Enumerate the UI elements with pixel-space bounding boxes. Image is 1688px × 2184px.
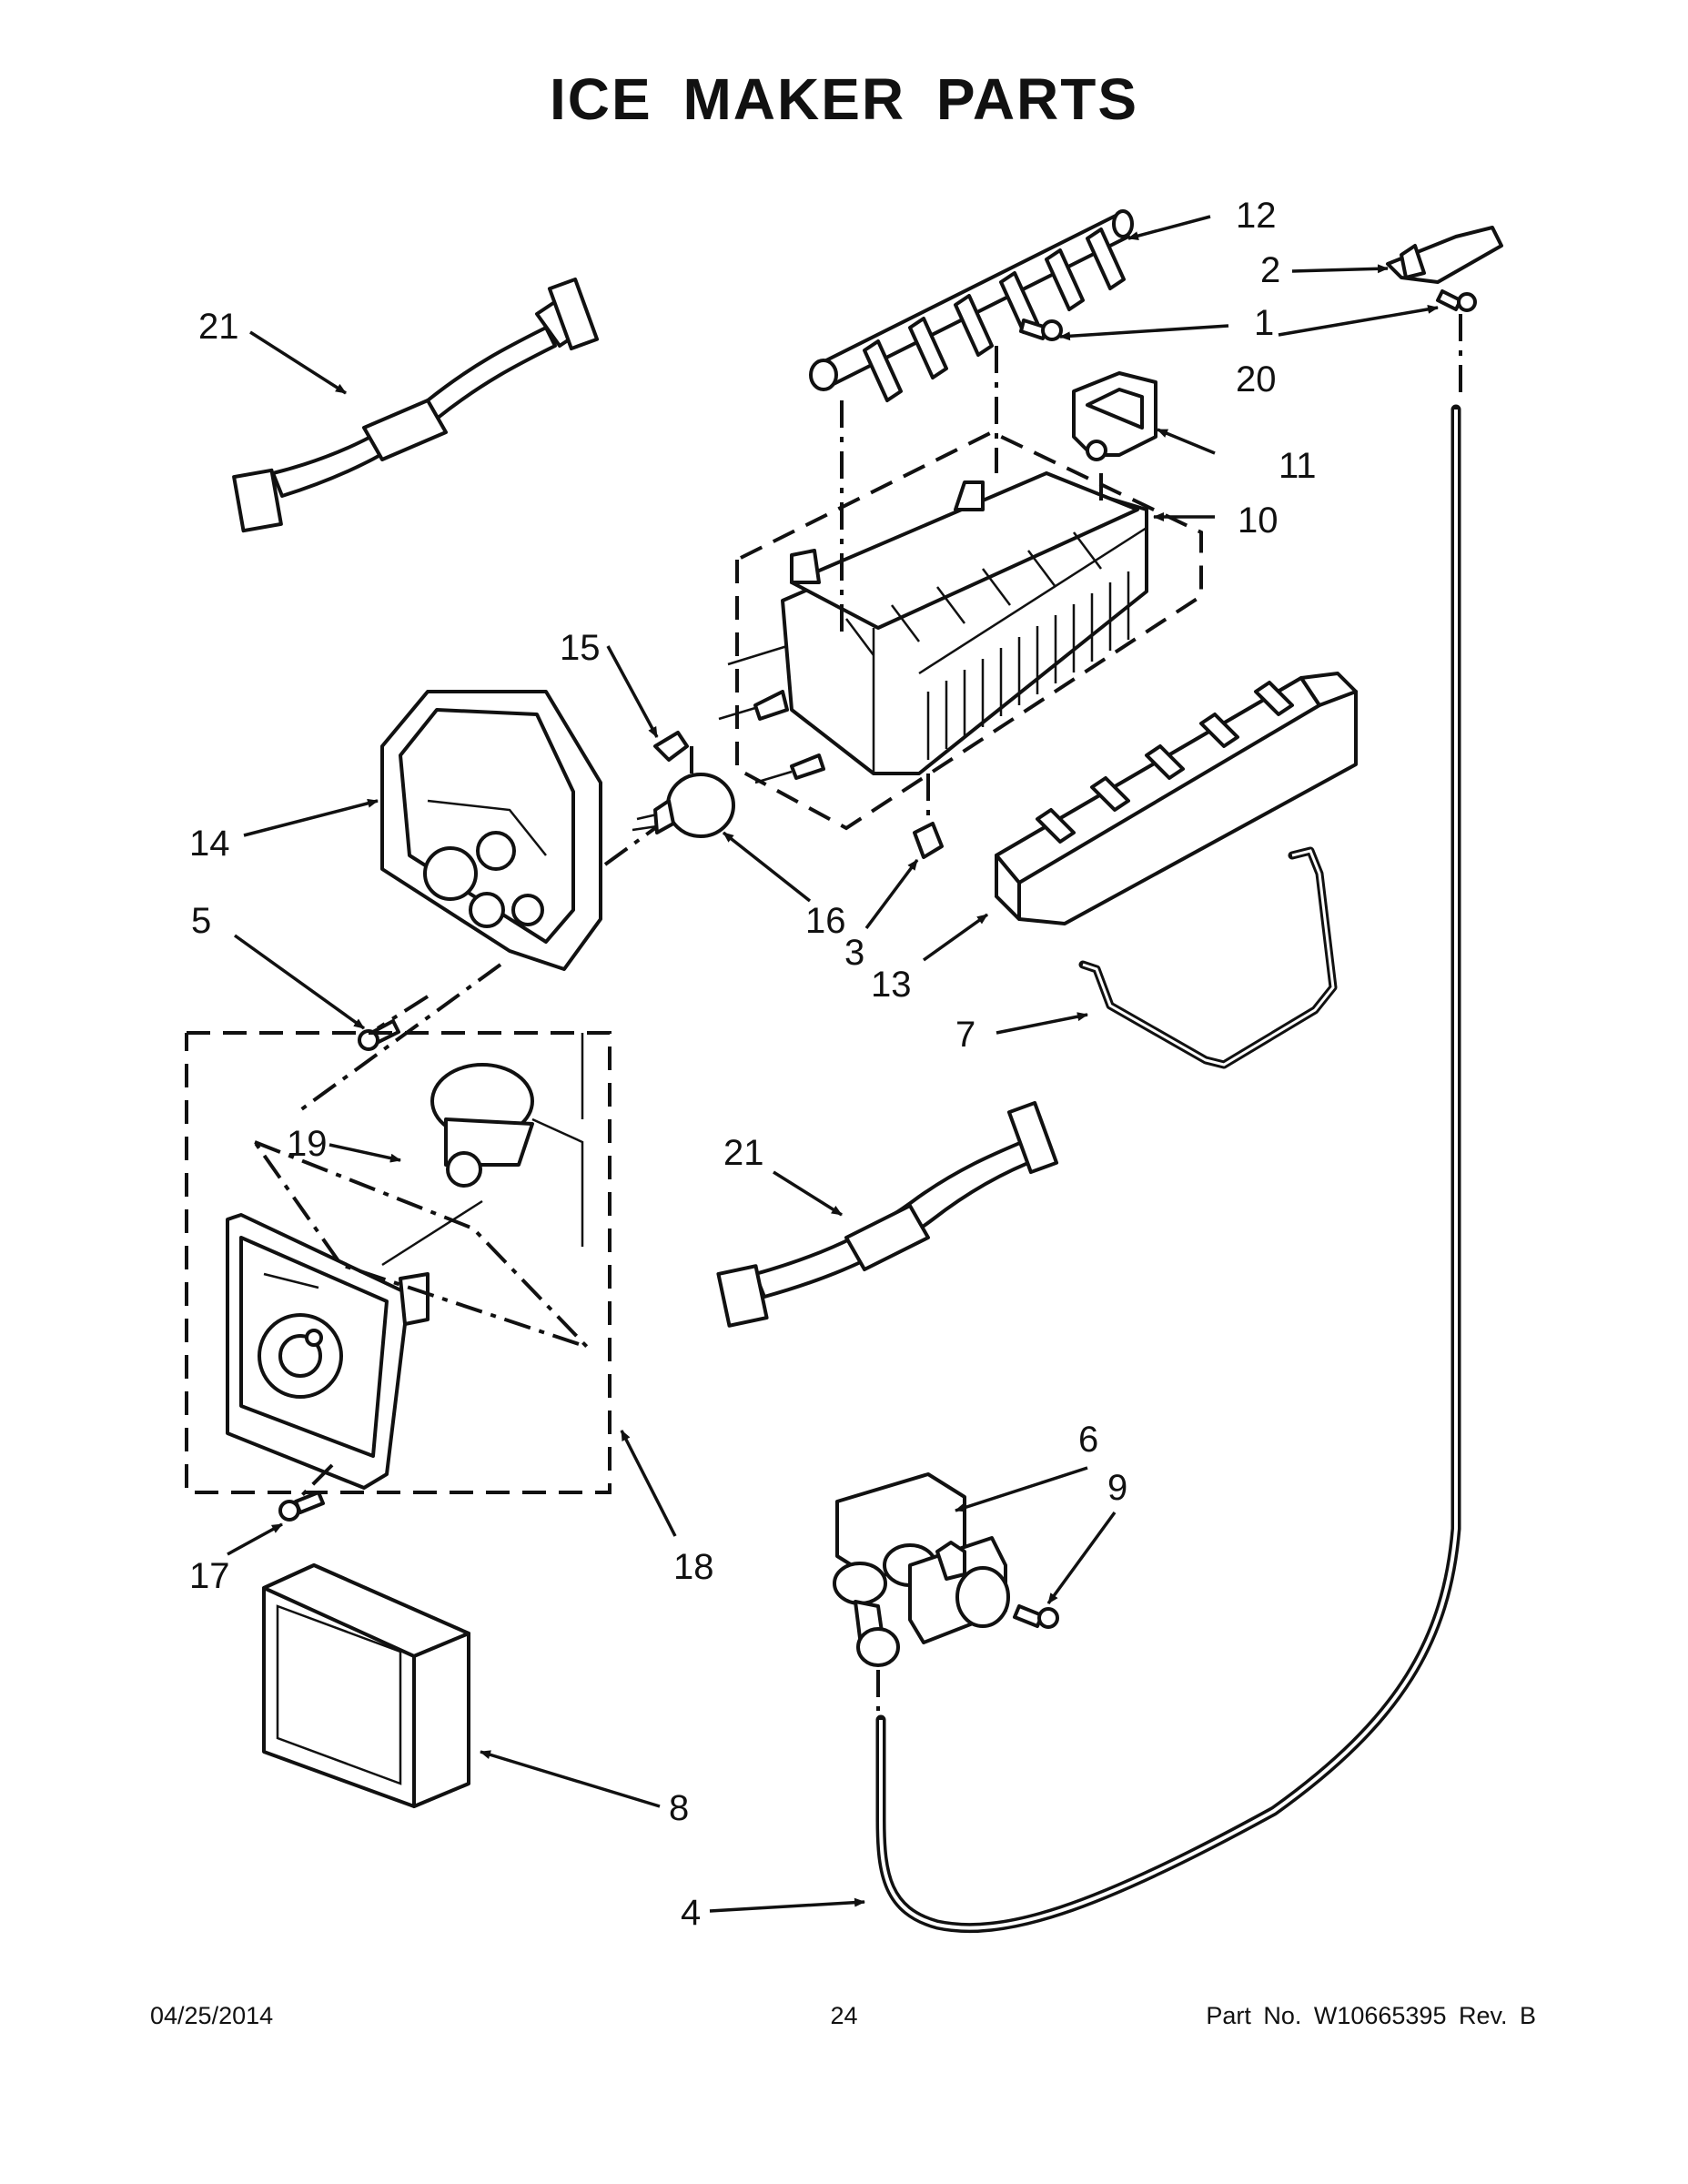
callout-12: 12	[1236, 196, 1277, 236]
callout-2: 2	[1260, 250, 1280, 290]
callout-8: 8	[669, 1788, 689, 1828]
module-assembly-outline	[185, 1031, 612, 1494]
callout-7: 7	[955, 1015, 975, 1055]
footer-page-number: 24	[830, 2002, 858, 2029]
callout-9: 9	[1107, 1468, 1127, 1508]
fill-tube-bracket	[1386, 226, 1503, 284]
callout-18: 18	[673, 1547, 714, 1587]
ejector-blade	[809, 209, 1134, 402]
clip-3	[913, 822, 944, 859]
callout-13: 13	[871, 965, 912, 1005]
drive-motor	[430, 1033, 584, 1247]
callout-21-top: 21	[198, 307, 239, 347]
control-module-plate	[226, 1213, 430, 1490]
callout-15: 15	[560, 628, 601, 668]
screw-20	[1436, 289, 1477, 312]
callout-4: 4	[681, 1893, 701, 1933]
screw-1	[1019, 318, 1063, 341]
ice-maker-bracket	[1072, 371, 1157, 461]
callout-14: 14	[189, 824, 230, 864]
callout-16: 16	[805, 901, 846, 941]
callout-21-middle: 21	[723, 1133, 764, 1173]
callout-11: 11	[1279, 446, 1317, 486]
callout-17: 17	[189, 1556, 230, 1596]
footer-part-number: Part No. W10665395 Rev. B	[1206, 2002, 1536, 2029]
callout-19: 19	[287, 1124, 328, 1164]
footer-date: 04/25/2014	[150, 2002, 274, 2029]
thermostat	[632, 773, 735, 838]
screw-17	[278, 1491, 325, 1522]
callout-5: 5	[191, 901, 211, 941]
screw-5	[358, 1019, 400, 1051]
callout-10: 10	[1238, 500, 1279, 541]
ice-mold	[718, 471, 1148, 784]
page-title: ICE MAKER PARTS	[549, 66, 1139, 132]
water-valve	[833, 1472, 1010, 1667]
callout-3: 3	[844, 933, 864, 973]
wire-harness-top	[232, 277, 600, 533]
thermostat-clip	[653, 731, 689, 762]
screw-9	[1013, 1604, 1059, 1629]
module-cover	[262, 1563, 470, 1808]
callout-1: 1	[1254, 303, 1274, 343]
callout-20: 20	[1236, 359, 1277, 399]
callout-6: 6	[1078, 1420, 1098, 1460]
mold-cover	[995, 672, 1358, 925]
control-module-housing	[380, 690, 602, 971]
wire-harness-middle	[716, 1100, 1059, 1328]
